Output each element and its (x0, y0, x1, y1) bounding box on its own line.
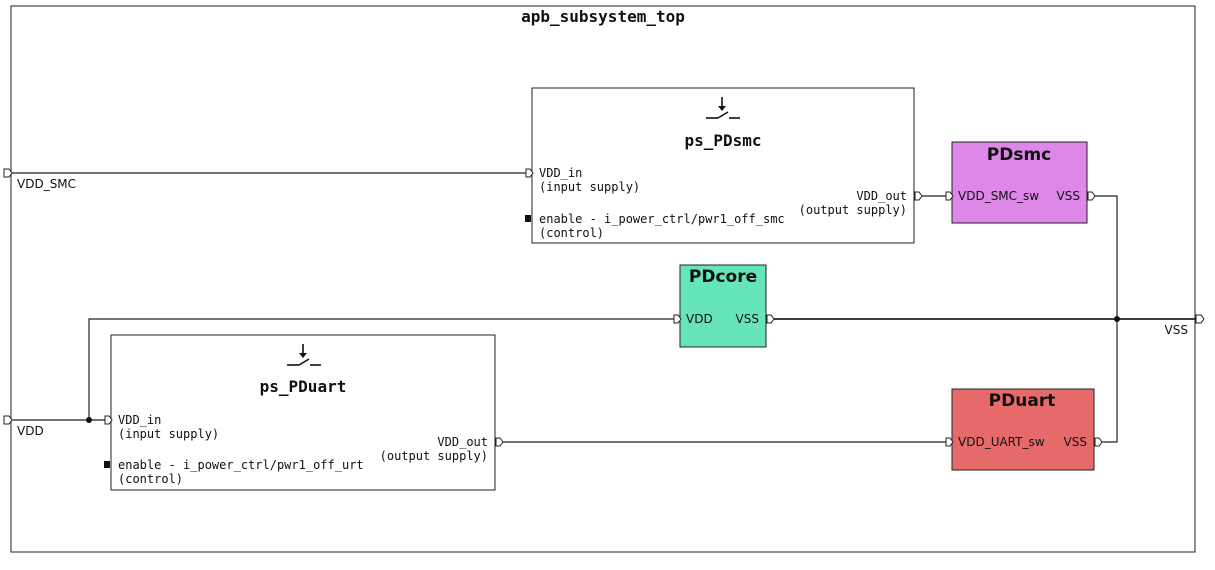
domain-box (951, 141, 1088, 224)
input-port-icon (525, 168, 534, 178)
output-port-icon (495, 437, 504, 447)
vss-port-label: VSS (1057, 189, 1080, 203)
top-port-vss[interactable]: VSS (1165, 314, 1205, 337)
power-domain-pdcore[interactable]: PDcore VDD VSS (673, 264, 775, 348)
switch-name: ps_PDsmc (684, 131, 761, 150)
enable-desc: (control) (539, 226, 604, 240)
input-port-desc: (input supply) (118, 427, 219, 441)
enable-label: enable - i_power_ctrl/pwr1_off_smc (539, 212, 785, 226)
domain-box (951, 388, 1095, 471)
wire-pduart-vss (1101, 319, 1118, 443)
port-arrow-icon (3, 168, 13, 178)
vss-port-label: VSS (736, 312, 759, 326)
input-port-desc: (input supply) (539, 180, 640, 194)
output-port-desc: (output supply) (799, 203, 907, 217)
module-title: apb_subsystem_top (521, 7, 685, 26)
port-label: VSS (1165, 323, 1188, 337)
vss-port-icon (1087, 191, 1096, 201)
vss-port-icon (1094, 437, 1103, 447)
junction-vss (1114, 316, 1120, 322)
domain-box (679, 264, 767, 348)
port-label: VDD (17, 424, 44, 438)
wire-pdsmc-vss (1094, 195, 1118, 319)
top-port-vdd-smc[interactable]: VDD_SMC (3, 168, 76, 191)
domain-name: PDcore (689, 267, 757, 287)
power-domain-pdsmc[interactable]: PDsmc VDD_SMC_sw VSS (945, 141, 1096, 224)
vss-port-icon (766, 314, 775, 324)
enable-label: enable - i_power_ctrl/pwr1_off_urt (118, 458, 364, 472)
vdd-port-icon (945, 437, 954, 447)
input-port-label: VDD_in (118, 413, 161, 427)
switch-icon (706, 97, 740, 119)
vdd-port-label: VDD_UART_sw (958, 435, 1045, 449)
enable-port-icon (104, 461, 110, 468)
wire-vdd-core (88, 318, 674, 420)
input-port-icon (104, 415, 113, 425)
wires (11, 172, 1195, 443)
port-arrow-icon (3, 415, 13, 425)
enable-desc: (control) (118, 472, 183, 486)
domain-name: PDuart (989, 391, 1056, 411)
junction-vdd (86, 417, 92, 423)
output-port-label: VDD_out (437, 435, 488, 449)
vss-port-label: VSS (1064, 435, 1087, 449)
output-port-desc: (output supply) (380, 449, 488, 463)
switch-box (110, 334, 496, 491)
switch-name: ps_PDuart (260, 377, 347, 396)
vdd-port-icon (945, 191, 954, 201)
enable-port-icon (525, 215, 531, 222)
power-switch-ps-pduart[interactable]: ps_PDuart VDD_in (input supply) enable -… (104, 334, 504, 491)
switch-box (531, 87, 915, 244)
output-port-label: VDD_out (856, 189, 907, 203)
power-domain-pduart[interactable]: PDuart VDD_UART_sw VSS (945, 388, 1103, 471)
port-arrow-icon (1195, 314, 1205, 324)
output-port-icon (914, 191, 923, 201)
top-port-vdd[interactable]: VDD (3, 415, 44, 438)
vdd-port-label: VDD (686, 312, 713, 326)
power-switch-ps-pdsmc[interactable]: ps_PDsmc VDD_in (input supply) enable - … (525, 87, 923, 244)
switch-icon (287, 344, 321, 366)
input-port-label: VDD_in (539, 166, 582, 180)
domain-name: PDsmc (987, 145, 1051, 165)
vdd-port-icon (673, 314, 682, 324)
port-label: VDD_SMC (17, 177, 76, 191)
vdd-port-label: VDD_SMC_sw (958, 189, 1039, 203)
